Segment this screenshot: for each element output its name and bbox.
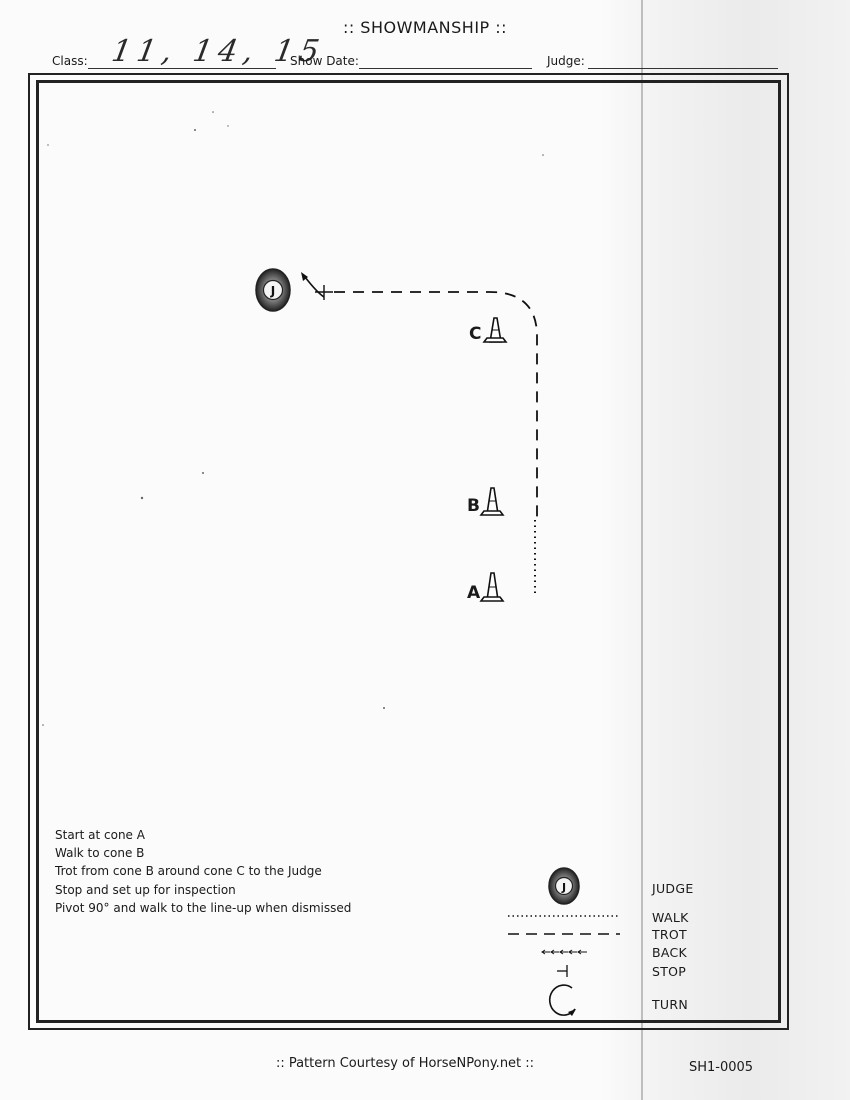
cone-a-label: A: [467, 583, 481, 603]
legend-judge-icon: J: [548, 867, 580, 905]
pivot-arrowhead: [301, 272, 308, 281]
judge-icon: J: [255, 268, 291, 312]
cone-a-icon: [479, 572, 505, 602]
class-field-line: [88, 68, 276, 69]
judge-field-line: [588, 68, 778, 69]
instruction-step: Stop and set up for inspection: [55, 882, 236, 897]
cone-b-icon: [479, 487, 505, 516]
instruction-step: Walk to cone B: [55, 846, 145, 861]
judge-marker-letter: J: [270, 284, 275, 298]
legend-judge-label: JUDGE: [652, 881, 694, 896]
legend-back-arrows: [541, 949, 587, 955]
pivot-arrow: [304, 276, 325, 298]
scan-specks: [42, 111, 544, 726]
legend-stop-mark: [557, 965, 568, 977]
legend-turn-icon: [548, 984, 576, 1016]
scan-artifact-line: [641, 0, 643, 1100]
pattern-courtesy-footer: :: Pattern Courtesy of HorseNPony.net ::: [275, 1056, 535, 1071]
arena-frame-inner: [36, 80, 781, 1023]
pattern-code: SH1-0005: [689, 1060, 754, 1075]
class-label: Class:: [52, 54, 88, 68]
legend-judge-letter: J: [561, 881, 566, 894]
legend-back-label: BACK: [652, 945, 688, 960]
legend-turn-label: TURN: [652, 997, 689, 1012]
cone-c-icon: [482, 317, 508, 343]
cone-b-label: B: [467, 496, 480, 516]
trot-path: [334, 291, 538, 520]
show-date-field-line: [359, 68, 532, 69]
legend-stop-label: STOP: [652, 964, 687, 979]
instruction-step: Trot from cone B around cone C to the Ju…: [55, 864, 322, 879]
cone-c-label: C: [469, 324, 482, 344]
pattern-instructions: Start at cone A Walk to cone B Trot from…: [55, 826, 351, 917]
arena-frame-outer: [28, 73, 789, 1030]
scan-shading: [600, 0, 850, 1100]
show-date-label: Show Date:: [290, 54, 359, 68]
legend-trot-label: TROT: [652, 927, 687, 942]
instruction-step: Start at cone A: [55, 828, 145, 842]
judge-label: Judge:: [547, 54, 585, 68]
legend-walk-label: WALK: [652, 910, 689, 925]
instruction-step: Pivot 90° and walk to the line-up when d…: [55, 900, 352, 915]
page-title: :: SHOWMANSHIP ::: [342, 18, 508, 37]
